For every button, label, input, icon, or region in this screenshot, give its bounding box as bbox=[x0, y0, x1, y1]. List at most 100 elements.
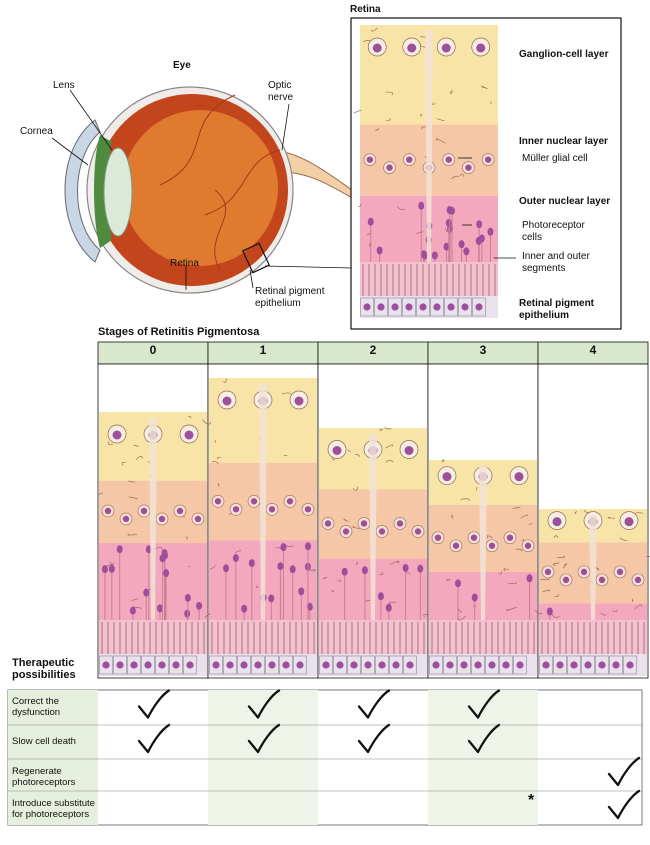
inner-nuclear-nucleus bbox=[415, 528, 421, 534]
rpe-nucleus bbox=[475, 303, 482, 310]
inner-nuclear-nucleus bbox=[635, 577, 641, 583]
photoreceptor-nucleus bbox=[472, 594, 478, 602]
inner-nuclear-nucleus bbox=[435, 535, 441, 541]
inner-nuclear-nucleus bbox=[525, 543, 531, 549]
photoreceptor-nucleus bbox=[109, 565, 115, 573]
rpe-nucleus bbox=[336, 661, 343, 668]
rpe-layer-label: Retinal pigment epithelium bbox=[519, 298, 619, 322]
inner-nuclear-nucleus bbox=[305, 506, 311, 512]
rpe-nucleus bbox=[461, 303, 468, 310]
photoreceptor-nucleus bbox=[298, 587, 304, 595]
rpe-nucleus bbox=[446, 661, 453, 668]
muller-label: Müller glial cell bbox=[522, 153, 588, 165]
ganglion-nucleus bbox=[295, 397, 304, 406]
rpe-nucleus bbox=[392, 661, 399, 668]
inner-nuclear-nucleus bbox=[471, 535, 477, 541]
therapeutics-table bbox=[8, 690, 642, 825]
rpe-nucleus bbox=[460, 661, 467, 668]
inner-nuclear-nucleus bbox=[269, 506, 275, 512]
stages-title: Stages of Retinitis Pigmentosa bbox=[98, 326, 259, 338]
segment-band bbox=[209, 620, 317, 654]
photoreceptor-nucleus bbox=[160, 554, 166, 562]
inner-nuclear-nucleus bbox=[287, 498, 293, 504]
inner-nuclear-nucleus bbox=[251, 498, 257, 504]
stage-2-label: 2 bbox=[318, 343, 428, 357]
inner-nuclear-nucleus bbox=[545, 569, 551, 575]
stage-2-tissue bbox=[319, 427, 430, 676]
inner-nuclear-nucleus bbox=[195, 516, 201, 522]
inner-nuclear-label: Inner nuclear layer bbox=[519, 136, 608, 148]
rpe-nucleus bbox=[102, 661, 109, 668]
inner-nuclear-nucleus bbox=[507, 535, 513, 541]
rpe-nucleus bbox=[488, 661, 495, 668]
eye-pointer-line bbox=[282, 104, 289, 150]
inner-nuclear-nucleus bbox=[343, 528, 349, 534]
photoreceptor-nucleus bbox=[418, 202, 424, 210]
photoreceptor-nucleus bbox=[223, 564, 229, 572]
segment-band bbox=[319, 620, 427, 654]
rpe-nucleus bbox=[502, 661, 509, 668]
optic-nerve-label: Optic nerve bbox=[268, 80, 308, 104]
inner-nuclear-nucleus bbox=[453, 543, 459, 549]
inner-nuclear-nucleus bbox=[446, 156, 452, 162]
photoreceptor-nucleus bbox=[143, 589, 149, 597]
segment-band bbox=[539, 620, 647, 654]
rpe-nucleus bbox=[433, 303, 440, 310]
rpe-nucleus bbox=[282, 661, 289, 668]
rpe-nucleus bbox=[296, 661, 303, 668]
rpe-nucleus bbox=[144, 661, 151, 668]
ganglion-nucleus bbox=[223, 397, 232, 406]
rpe-nucleus bbox=[570, 661, 577, 668]
rpe-nucleus bbox=[598, 661, 605, 668]
photoreceptor-nucleus bbox=[290, 565, 296, 573]
rpe-nucleus bbox=[419, 303, 426, 310]
rpe-nucleus bbox=[516, 661, 523, 668]
rpe-nucleus bbox=[212, 661, 219, 668]
retina-label: Retina bbox=[170, 258, 199, 270]
inner-nuclear-nucleus bbox=[141, 508, 147, 514]
lens bbox=[104, 148, 132, 236]
row-label-slow: Slow cell death bbox=[12, 736, 98, 747]
photoreceptor-nucleus bbox=[163, 569, 169, 577]
photoreceptor-nucleus bbox=[386, 604, 392, 612]
rpe-nucleus bbox=[542, 661, 549, 668]
photoreceptor-nucleus bbox=[196, 602, 202, 610]
footnote-asterisk: * bbox=[528, 795, 534, 807]
rpe-nucleus bbox=[447, 303, 454, 310]
rpe-nucleus bbox=[406, 661, 413, 668]
photoreceptor-nucleus bbox=[432, 251, 438, 259]
photoreceptor-nucleus bbox=[277, 562, 283, 570]
rpe-nucleus bbox=[226, 661, 233, 668]
ganglion-nucleus bbox=[476, 44, 485, 53]
ganglion-nucleus bbox=[515, 472, 524, 481]
eye-illustration bbox=[52, 87, 352, 293]
ganglion-nucleus bbox=[373, 44, 382, 53]
ganglion-nucleus bbox=[553, 517, 562, 526]
rpe-nucleus bbox=[584, 661, 591, 668]
photoreceptor-nucleus bbox=[476, 237, 482, 245]
segments-label: Inner and outer segments bbox=[522, 251, 602, 275]
rpe-nucleus bbox=[116, 661, 123, 668]
rpe-nucleus bbox=[186, 661, 193, 668]
rpe-nucleus bbox=[172, 661, 179, 668]
eye-title: Eye bbox=[173, 60, 191, 72]
inner-nuclear-nucleus bbox=[367, 156, 373, 162]
ganglion-nucleus bbox=[333, 446, 342, 455]
outer-nuclear-label: Outer nuclear layer bbox=[519, 196, 610, 208]
photoreceptor-nucleus bbox=[378, 592, 384, 600]
photoreceptor-nucleus bbox=[268, 594, 274, 602]
ganglion-nucleus bbox=[443, 472, 452, 481]
segment-band bbox=[99, 620, 207, 654]
photoreceptor-nucleus bbox=[455, 579, 461, 587]
photoreceptor-label: Photoreceptor cells bbox=[522, 220, 602, 244]
photoreceptor-nucleus bbox=[547, 608, 553, 616]
ganglion-nucleus bbox=[185, 431, 194, 440]
therapeutics-title: Therapeutic possibilities bbox=[12, 657, 92, 681]
inner-nuclear-nucleus bbox=[177, 508, 183, 514]
photoreceptor-nucleus bbox=[476, 220, 482, 228]
rpe-nucleus bbox=[322, 661, 329, 668]
rpe-nucleus bbox=[612, 661, 619, 668]
rpe-nucleus bbox=[240, 661, 247, 668]
photoreceptor-nucleus bbox=[377, 247, 383, 255]
ganglion-nucleus bbox=[405, 446, 414, 455]
